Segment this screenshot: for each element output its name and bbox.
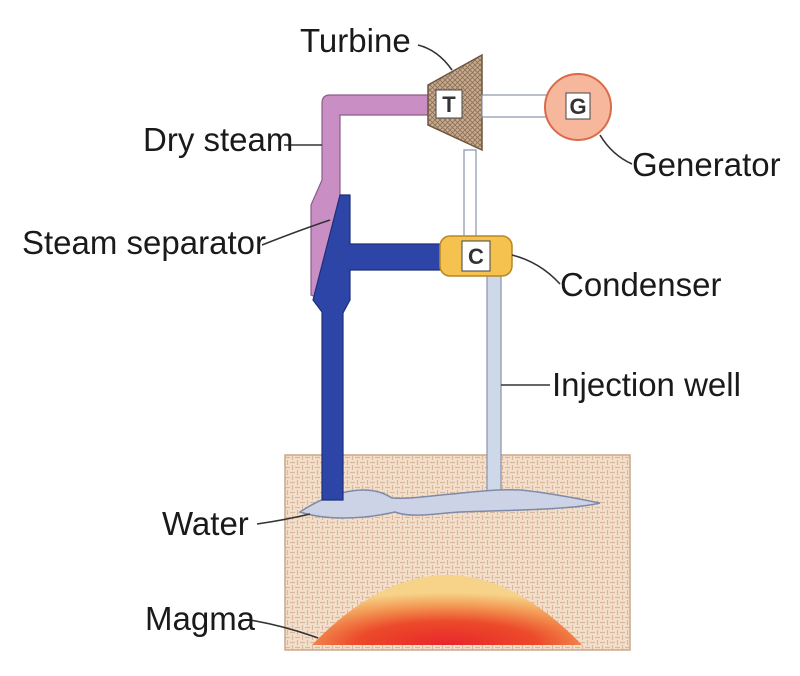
magma-leader [249, 619, 319, 639]
steam-separator-label: Steam separator [22, 224, 266, 261]
separated-water-pipe [312, 194, 446, 501]
water-pool [298, 489, 601, 519]
steam-separator-leader [261, 219, 331, 246]
condenser-letter-box [461, 240, 491, 272]
turbine-letter: T [442, 92, 456, 117]
water-leader [256, 513, 311, 525]
turbine-letter-box [435, 89, 463, 119]
magma-label: Magma [145, 600, 256, 637]
condenser-letter: C [468, 244, 484, 269]
magma-dome [312, 575, 582, 645]
turbine-condenser-pipe [463, 149, 477, 239]
injection-well-pipe [486, 274, 502, 501]
condenser-leader [511, 254, 561, 285]
generator-letter: G [569, 94, 586, 119]
turbine-leader [417, 44, 453, 71]
generator-shaft [481, 94, 553, 118]
injection-well-label: Injection well [552, 366, 741, 403]
dry-steam-label: Dry steam [143, 121, 293, 158]
generator-letter-box [565, 92, 591, 120]
turbine-label: Turbine [300, 22, 411, 59]
water-label: Water [162, 505, 249, 542]
generator-leader [599, 134, 633, 165]
condenser-label: Condenser [560, 266, 721, 303]
generator-label: Generator [632, 146, 781, 183]
